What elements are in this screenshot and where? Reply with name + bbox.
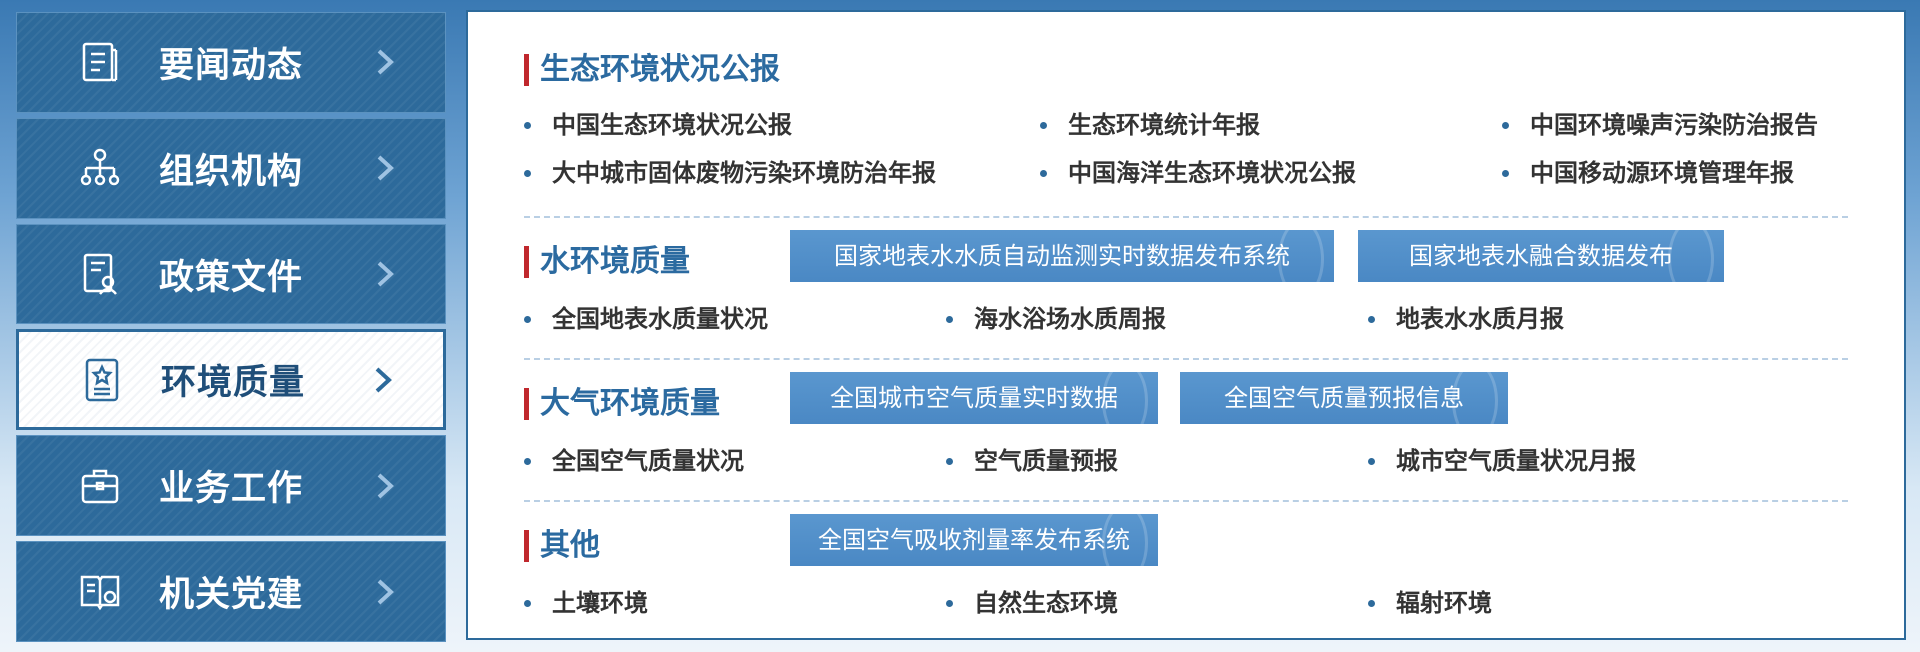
sidebar-item-label: 政策文件 <box>159 257 304 298</box>
sidebar-item-party-building[interactable]: 机关党建 <box>16 541 446 642</box>
sidebar-item-business[interactable]: 业务工作 <box>16 435 446 537</box>
link-marine-eco-bulletin[interactable]: 中国海洋生态环境状况公报 <box>1040 158 1356 188</box>
sidebar-item-label: 机关党建 <box>159 575 304 616</box>
link-radiation-environment[interactable]: 辐射环境 <box>1368 588 1492 618</box>
sidebar-item-news[interactable]: 要闻动态 <box>16 12 446 113</box>
policy-document-icon <box>77 251 123 297</box>
link-natural-ecology[interactable]: 自然生态环境 <box>946 588 1118 618</box>
link-city-air-monthly[interactable]: 城市空气质量状况月报 <box>1368 446 1636 476</box>
content-panel: 生态环境状况公报 中国生态环境状况公报 生态环境统计年报 中国环境噪声污染防治报… <box>466 10 1906 640</box>
link-china-eco-bulletin[interactable]: 中国生态环境状况公报 <box>524 110 792 140</box>
sidebar-item-label: 业务工作 <box>159 469 304 510</box>
link-noise-pollution-report[interactable]: 中国环境噪声污染防治报告 <box>1502 110 1818 140</box>
link-solid-waste-report[interactable]: 大中城市固体废物污染环境防治年报 <box>524 158 936 188</box>
button-surface-water-fusion[interactable]: 国家地表水融合数据发布 <box>1358 230 1724 282</box>
section-divider <box>524 500 1848 502</box>
sidebar-item-environment-quality[interactable]: 环境质量 <box>16 329 446 431</box>
button-surface-water-realtime[interactable]: 国家地表水水质自动监测实时数据发布系统 <box>790 230 1334 282</box>
party-building-icon <box>77 569 123 615</box>
section-title: 大气环境质量 <box>524 386 720 422</box>
section-title: 生态环境状况公报 <box>524 52 780 88</box>
link-surface-water-monthly[interactable]: 地表水水质月报 <box>1368 304 1564 334</box>
briefcase-icon <box>77 463 123 509</box>
sidebar-item-policy[interactable]: 政策文件 <box>16 223 446 325</box>
chevron-right-icon <box>377 261 394 287</box>
link-soil-environment[interactable]: 土壤环境 <box>524 588 648 618</box>
link-eco-statistics-yearbook[interactable]: 生态环境统计年报 <box>1040 110 1260 140</box>
quality-badge-icon <box>79 357 125 403</box>
chevron-right-icon <box>377 579 394 605</box>
section-divider <box>524 216 1848 218</box>
org-chart-icon <box>77 145 123 191</box>
section-title: 水环境质量 <box>524 244 690 280</box>
section-divider <box>524 358 1848 360</box>
chevron-right-icon <box>375 367 392 393</box>
chevron-right-icon <box>377 49 394 75</box>
chevron-right-icon <box>377 473 394 499</box>
link-mobile-source-report[interactable]: 中国移动源环境管理年报 <box>1502 158 1794 188</box>
sidebar-item-label: 组织机构 <box>159 151 304 192</box>
link-beach-water-weekly[interactable]: 海水浴场水质周报 <box>946 304 1166 334</box>
sidebar-item-label: 环境质量 <box>161 363 306 404</box>
chevron-right-icon <box>377 155 394 181</box>
sidebar-item-organization[interactable]: 组织机构 <box>16 117 446 219</box>
button-air-forecast-info[interactable]: 全国空气质量预报信息 <box>1180 372 1508 424</box>
link-air-quality-forecast[interactable]: 空气质量预报 <box>946 446 1118 476</box>
section-title: 其他 <box>524 528 600 564</box>
button-city-air-realtime[interactable]: 全国城市空气质量实时数据 <box>790 372 1158 424</box>
link-national-air-quality[interactable]: 全国空气质量状况 <box>524 446 744 476</box>
button-air-absorbed-dose[interactable]: 全国空气吸收剂量率发布系统 <box>790 514 1158 566</box>
news-icon <box>77 39 123 85</box>
sidebar-item-label: 要闻动态 <box>159 45 304 86</box>
sidebar-nav: 要闻动态 组织机构 政策文件 <box>16 12 446 642</box>
link-surface-water-quality[interactable]: 全国地表水质量状况 <box>524 304 768 334</box>
